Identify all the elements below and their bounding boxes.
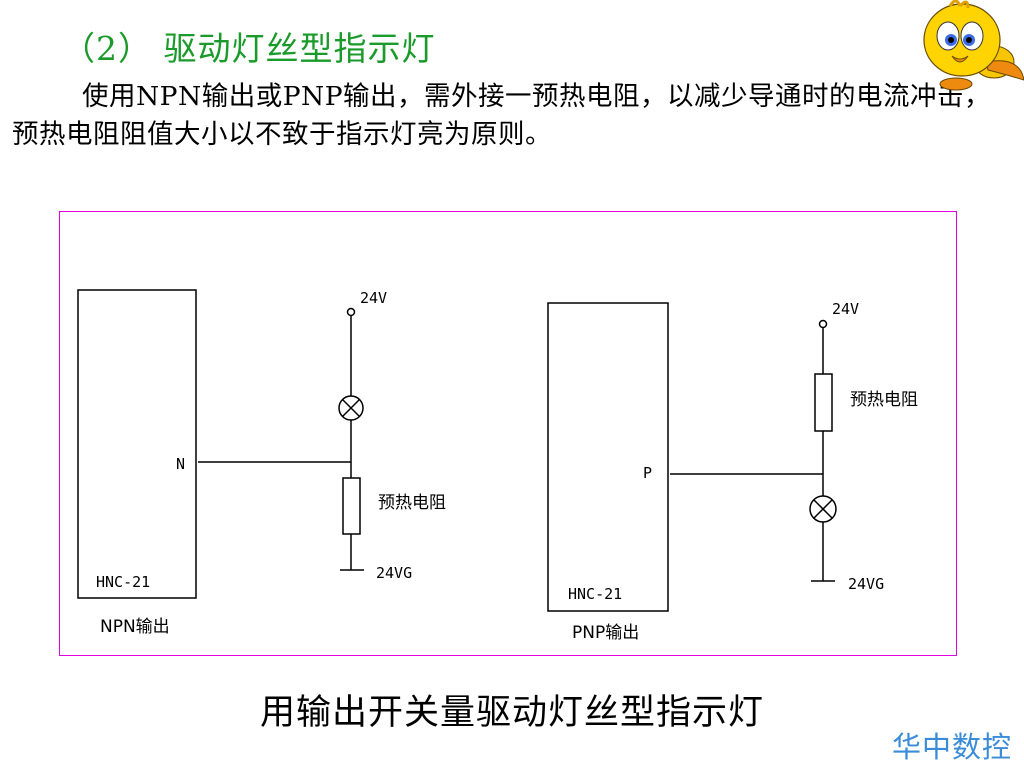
- npn-lamp-symbol: [338, 395, 364, 421]
- diagram-caption: 用输出开关量驱动灯丝型指示灯: [259, 693, 764, 733]
- npn-supply-label: 24V: [360, 289, 387, 307]
- npn-ground-label: 24VG: [376, 564, 412, 582]
- pnp-caption: PNP输出: [572, 623, 639, 643]
- pnp-ground-label: 24VG: [848, 575, 884, 593]
- pnp-supply-terminal: [818, 319, 828, 329]
- description-paragraph: 使用NPN输出或PNP输出，需外接一预热电阻，以减少导通时的电流冲击，预热电阻阻…: [12, 81, 992, 150]
- npn-supply-terminal: [346, 307, 356, 317]
- brand-label: 华中数控: [891, 730, 1012, 764]
- npn-device-label: HNC-21: [96, 573, 150, 591]
- bird-mascot-icon: [923, 0, 1024, 91]
- pnp-device-box: [547, 302, 669, 612]
- npn-output-pin-label: N: [176, 455, 185, 473]
- pnp-device-label: HNC-21: [568, 585, 622, 603]
- npn-caption: NPN输出: [100, 617, 170, 637]
- pnp-resistor: [814, 373, 833, 432]
- pnp-resistor-label: 预热电阻: [850, 390, 918, 410]
- npn-device-box: [77, 289, 197, 599]
- npn-resistor-label: 预热电阻: [378, 493, 446, 513]
- section-heading: （2） 驱动灯丝型指示灯: [62, 29, 436, 68]
- pnp-output-pin-label: P: [643, 464, 652, 482]
- pnp-supply-label: 24V: [832, 300, 859, 318]
- pnp-lamp-symbol: [809, 495, 837, 523]
- circuit-diagram-frame: [59, 211, 957, 656]
- npn-resistor: [342, 477, 361, 535]
